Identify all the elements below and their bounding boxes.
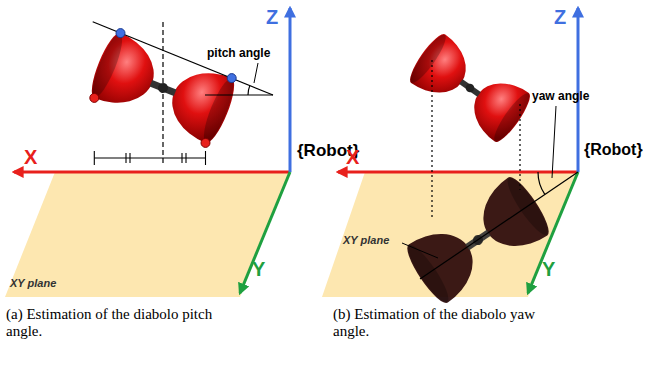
leader-line (552, 106, 556, 178)
top-point (116, 29, 125, 38)
leader-line (254, 63, 258, 83)
projection-line (431, 60, 432, 218)
plane-label: XY plane (343, 234, 389, 247)
caption-text: (b) Estimation of the diabolo yaw angle. (333, 306, 555, 341)
caption-text: (a) Estimation of the diabolo pitch angl… (6, 306, 221, 341)
x-axis (338, 171, 578, 174)
axis-label: X (24, 146, 37, 169)
axis-label: Y (542, 258, 555, 281)
diabolo (405, 30, 535, 146)
x-axis (14, 171, 290, 174)
axis-label: Y (252, 258, 265, 281)
y-axis (528, 172, 578, 293)
xy-plane (5, 172, 290, 297)
pitch-line (93, 22, 273, 95)
axis-label: Z (266, 6, 278, 29)
rim-point (90, 93, 99, 102)
bracket (94, 151, 205, 165)
projection-line (519, 104, 520, 190)
angle-label: yaw angle (532, 90, 589, 104)
center-line (162, 22, 163, 166)
axis-label: Z (554, 6, 566, 29)
angle-arc (248, 86, 250, 95)
plane-label: XY plane (10, 277, 56, 290)
angle-arc (538, 172, 545, 194)
z-axis (289, 8, 292, 172)
rim-point (201, 138, 210, 147)
top-point (227, 74, 236, 83)
leader-line (402, 243, 438, 258)
y-axis (240, 172, 290, 293)
axis-label: X (346, 146, 359, 169)
frame-label: {Robot} (584, 141, 643, 159)
angle-label: pitch angle (207, 47, 270, 61)
reference-line (205, 94, 273, 95)
